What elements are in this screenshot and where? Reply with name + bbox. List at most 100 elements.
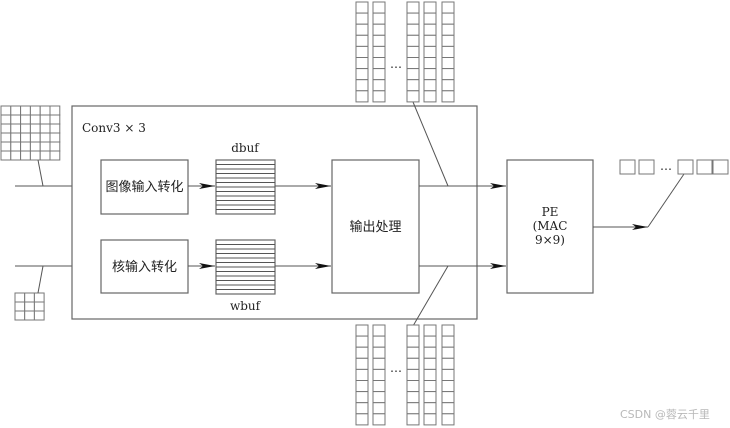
image-grid-cell — [10, 123, 22, 134]
pe-mac-label: (MAC — [533, 219, 568, 233]
buffer-column-cell — [355, 391, 369, 404]
buffer-column-cell — [441, 45, 455, 59]
input-image-grid — [0, 105, 61, 161]
buffer-column-cell — [355, 90, 369, 103]
buffer-column-cell — [355, 12, 369, 25]
buffer-column-cell — [406, 45, 420, 59]
buffer-column-cell — [372, 90, 386, 103]
watermark: CSDN @蓉云千里 — [620, 408, 710, 421]
image-grid-cell — [49, 123, 61, 134]
buffer-column-cell — [441, 23, 455, 36]
buffer-column-cell — [441, 413, 455, 426]
image-grid-connector — [37, 159, 44, 187]
kernel-grid-cell — [33, 310, 45, 321]
image-grid-cell — [29, 114, 41, 125]
buffer-column-cell — [406, 402, 420, 415]
buffer-column-cell — [441, 402, 455, 415]
buffer-column-cell — [355, 45, 369, 59]
buffer-column-cell — [355, 34, 369, 47]
kernel-grid-cell — [24, 301, 35, 312]
buffer-column-cell — [372, 413, 386, 426]
arrow-icon — [490, 183, 506, 189]
buffer-column-cell — [441, 335, 455, 348]
buffer-column-cell — [423, 90, 437, 103]
pe-label: PE — [542, 205, 559, 219]
image-grid-cell — [49, 150, 61, 161]
kernel-grid-cell — [24, 292, 35, 303]
buffer-column-cell — [355, 380, 369, 393]
image-grid-cell — [49, 141, 61, 152]
wbuf-label: wbuf — [230, 299, 262, 313]
buffer-column-cell — [406, 57, 420, 70]
buffer-column-cell — [372, 12, 386, 25]
buffer-column-cell — [406, 380, 420, 393]
image-grid-cell — [10, 132, 22, 143]
buffer-column-cell — [372, 34, 386, 47]
image-grid-cell — [49, 114, 61, 125]
image-grid-cell — [10, 150, 22, 161]
bottom-buffer-columns — [355, 324, 455, 426]
buffer-column-cell — [441, 57, 455, 70]
buffer-column-cell — [423, 45, 437, 59]
buffer-column-cell — [372, 335, 386, 348]
buffer-column-cell — [423, 357, 437, 370]
image-grid-cell — [20, 150, 31, 161]
buffer-column-cell — [441, 324, 455, 337]
buffer-column-cell — [441, 79, 455, 92]
arrow-icon — [199, 183, 215, 189]
arrow-icon — [315, 263, 331, 269]
bottom-ellipsis: … — [390, 361, 402, 375]
top-buffer-connector — [412, 101, 449, 187]
buffer-column-cell — [372, 1, 386, 14]
image-grid-cell — [20, 132, 31, 143]
image-grid-cell — [0, 123, 12, 134]
buffer-column-cell — [406, 1, 420, 14]
buffer-column-cell — [423, 68, 437, 81]
output-ellipsis: … — [660, 159, 672, 173]
image-grid-cell — [39, 132, 51, 143]
kernel-grid-cell — [33, 301, 45, 312]
buffer-column-cell — [406, 346, 420, 359]
image-grid-cell — [29, 105, 41, 116]
image-grid-cell — [39, 150, 51, 161]
arrow-icon — [315, 183, 331, 189]
buffer-column-cell — [355, 79, 369, 92]
image-grid-cell — [29, 141, 41, 152]
top-buffer-columns — [355, 1, 455, 103]
buffer-column-cell — [441, 34, 455, 47]
image-grid-cell — [0, 141, 12, 152]
pe-box — [506, 159, 594, 294]
image-grid-cell — [20, 123, 31, 134]
image-grid-cell — [0, 132, 12, 143]
buffer-column-cell — [423, 335, 437, 348]
buffer-column-cell — [441, 357, 455, 370]
buffer-column-cell — [423, 346, 437, 359]
buffer-column-cell — [423, 23, 437, 36]
kernel-grid-cell — [14, 292, 26, 303]
buffer-column-cell — [423, 324, 437, 337]
image-transform-box — [100, 159, 189, 215]
output-cell — [619, 159, 636, 175]
buffer-column-cell — [355, 357, 369, 370]
output-cell — [696, 159, 713, 175]
buffer-column-cell — [441, 68, 455, 81]
output-connector — [647, 173, 685, 228]
buffer-column-cell — [372, 402, 386, 415]
buffer-column-cell — [372, 23, 386, 36]
dbuf-label: dbuf — [231, 141, 260, 155]
image-grid-cell — [49, 132, 61, 143]
buffer-column-cell — [372, 57, 386, 70]
image-grid-cell — [39, 141, 51, 152]
image-grid-cell — [10, 141, 22, 152]
buffer-column-cell — [406, 68, 420, 81]
buffer-column-cell — [406, 391, 420, 404]
buffer-column-cell — [355, 324, 369, 337]
buffer-column-cell — [372, 346, 386, 359]
kernel-grid-cell — [14, 310, 26, 321]
kernel-grid — [14, 292, 45, 321]
output-cell — [712, 159, 729, 175]
buffer-column-cell — [372, 324, 386, 337]
buffer-column-cell — [372, 368, 386, 381]
buffer-column-cell — [423, 391, 437, 404]
